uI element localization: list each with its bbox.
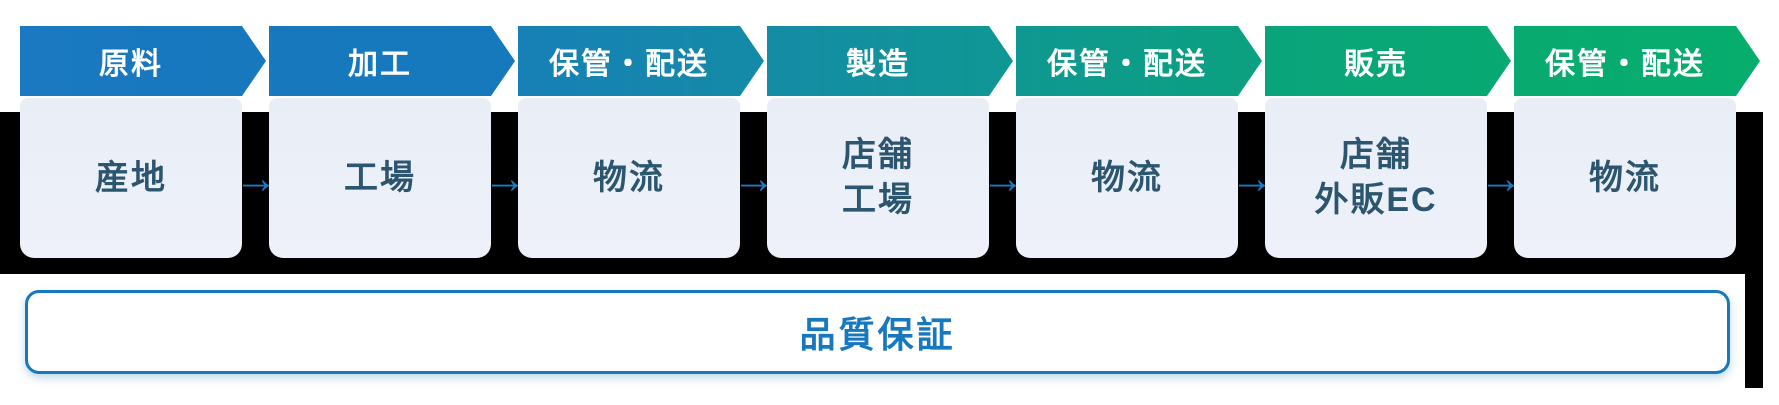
phase-label: 保管・配送 bbox=[1047, 48, 1207, 81]
quality-assurance-label: 品質保証 bbox=[799, 314, 956, 355]
station-box-store-factory: 店舗 工場 bbox=[767, 98, 989, 258]
quality-assurance-bar: 品質保証 bbox=[25, 290, 1730, 374]
station-box-logistics-3: 物流 bbox=[1514, 98, 1736, 258]
station-label-line: 物流 bbox=[593, 158, 665, 197]
flow-arrow-icon: → bbox=[234, 154, 278, 203]
phase-chevron-storage-delivery-2: 保管・配送 bbox=[1016, 26, 1262, 96]
station-box-logistics-1: 物流 bbox=[518, 98, 740, 258]
flow-arrow-icon: → bbox=[1230, 154, 1274, 203]
flow-arrow-icon: → bbox=[483, 154, 527, 203]
phase-label: 原料 bbox=[99, 48, 163, 81]
station-label-line: 工場 bbox=[344, 158, 416, 197]
station-box-store-ec: 店舗 外販EC bbox=[1265, 98, 1487, 258]
phase-chevron-processing: 加工 bbox=[269, 26, 515, 96]
phase-chevron-sales: 販売 bbox=[1265, 26, 1511, 96]
flow-arrow-icon: → bbox=[981, 154, 1025, 203]
station-label-line: 物流 bbox=[1589, 158, 1661, 197]
phase-label: 保管・配送 bbox=[1545, 48, 1705, 81]
phase-chevron-storage-delivery-1: 保管・配送 bbox=[518, 26, 764, 96]
phase-chevron-storage-delivery-3: 保管・配送 bbox=[1514, 26, 1760, 96]
flow-arrow-icon: → bbox=[1479, 154, 1523, 203]
flow-arrow-icon: → bbox=[732, 154, 776, 203]
station-label-line: 物流 bbox=[1091, 158, 1163, 197]
station-label-line: 店舗 bbox=[842, 136, 914, 175]
station-label-line: 工場 bbox=[842, 181, 914, 219]
station-label-line: 外販EC bbox=[1314, 181, 1438, 219]
flow-background-right-tail bbox=[1745, 270, 1763, 388]
phase-label: 販売 bbox=[1344, 48, 1408, 81]
station-label-line: 店舗 bbox=[1340, 136, 1412, 175]
phase-label: 加工 bbox=[348, 48, 412, 81]
station-box-origin: 産地 bbox=[20, 98, 242, 258]
phase-label: 製造 bbox=[846, 48, 910, 81]
station-box-logistics-2: 物流 bbox=[1016, 98, 1238, 258]
phase-chevron-manufacturing: 製造 bbox=[767, 26, 1013, 96]
station-box-factory: 工場 bbox=[269, 98, 491, 258]
phase-label: 保管・配送 bbox=[549, 48, 709, 81]
station-label-line: 産地 bbox=[95, 158, 167, 197]
phase-chevron-raw-material: 原料 bbox=[20, 26, 266, 96]
